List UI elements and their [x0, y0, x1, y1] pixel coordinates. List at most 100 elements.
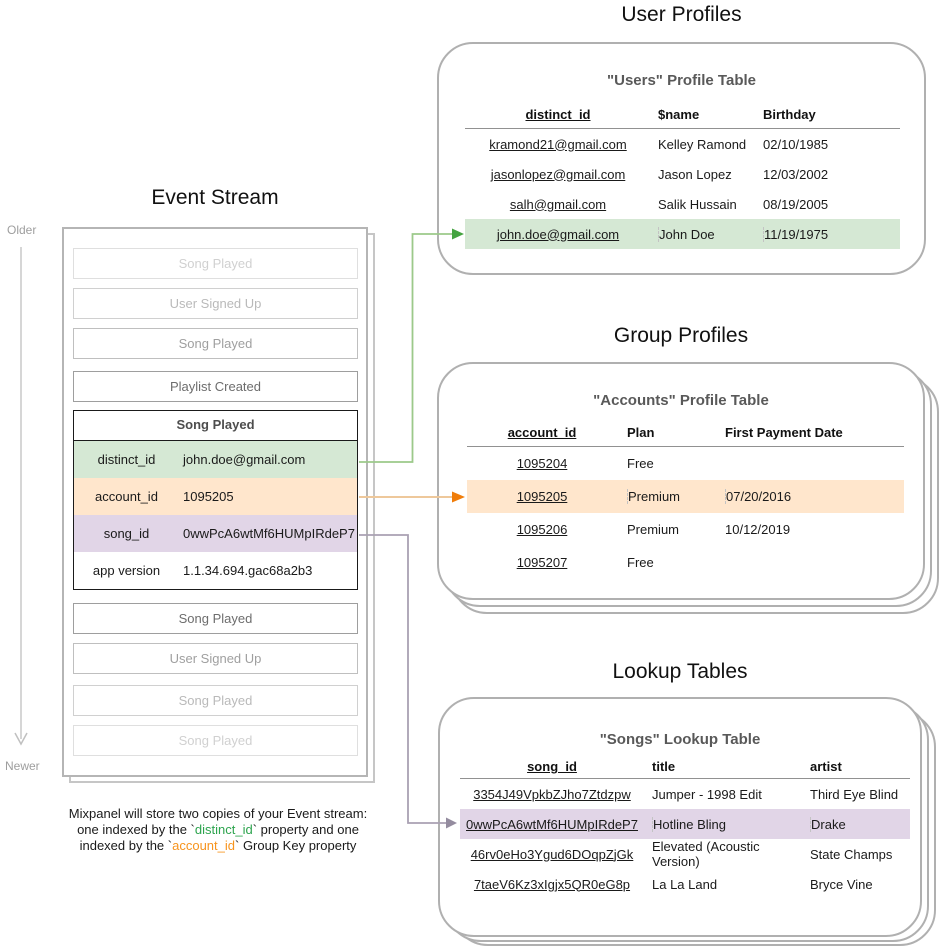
cell-account-id: 1095207	[516, 555, 568, 570]
cell-name: Kelley Ramond	[658, 136, 747, 152]
cell-account-id: 1095204	[516, 456, 568, 471]
user-profiles-title: User Profiles	[621, 3, 742, 26]
expanded-event-card: Song Played distinct_id john.doe@gmail.c…	[73, 410, 358, 590]
cell-plan: Free	[627, 456, 654, 471]
property-key: distinct_id	[97, 452, 156, 467]
table-row: 7taeV6Kz3xIgjx5QR0eG8p La La Land Bryce …	[460, 869, 910, 899]
cell-name: John Doe	[658, 226, 763, 242]
table-row: 1095206 Premium 10/12/2019	[467, 513, 904, 546]
cell-birthday: 11/19/1975	[763, 226, 900, 242]
songs-table-header: song_id title artist	[460, 757, 910, 779]
property-key: app version	[92, 563, 161, 578]
users-table: distinct_id $name Birthday kramond21@gma…	[465, 103, 900, 249]
cell-plan: Premium	[627, 522, 680, 537]
lookup-tables-title: Lookup Tables	[612, 660, 748, 683]
table-row: salh@gmail.com Salik Hussain 08/19/2005	[465, 189, 900, 219]
event-box: Song Played	[73, 603, 358, 634]
event-box: Song Played	[73, 328, 358, 359]
cell-date: 10/12/2019	[725, 522, 791, 537]
event-stream-caption: Mixpanel will store two copies of your E…	[33, 806, 403, 854]
event-property-app-version: app version 1.1.34.694.gac68a2b3	[74, 552, 357, 589]
table-row: 46rv0eHo3Ygud6DOqpZjGk Elevated (Acousti…	[460, 839, 910, 869]
property-key: song_id	[103, 526, 150, 541]
table-row: 3354J49VpkbZJho7Ztdzpw Jumper - 1998 Edi…	[460, 779, 910, 809]
cell-birthday: 12/03/2002	[763, 166, 829, 182]
caption-line-1: Mixpanel will store two copies of your E…	[68, 806, 368, 821]
event-box: User Signed Up	[73, 288, 358, 319]
cell-title: Jumper - 1998 Edit	[652, 786, 762, 802]
event-box: Song Played	[73, 685, 358, 716]
cell-plan: Premium	[627, 489, 725, 504]
group-profiles-card: "Accounts" Profile Table account_id Plan…	[437, 362, 925, 600]
cell-artist: Bryce Vine	[810, 876, 873, 892]
column-header-birthday: Birthday	[763, 107, 816, 122]
cell-title: La La Land	[652, 876, 718, 892]
event-property-distinct-id: distinct_id john.doe@gmail.com	[74, 441, 357, 478]
account-id-token: account_id	[172, 838, 235, 853]
cell-account-id: 1095206	[516, 522, 568, 537]
cell-birthday: 08/19/2005	[763, 196, 829, 212]
cell-song-id: 7taeV6Kz3xIgjx5QR0eG8p	[473, 876, 631, 892]
cell-distinct-id: kramond21@gmail.com	[489, 136, 627, 152]
property-value: john.doe@gmail.com	[183, 452, 306, 467]
timeline-arrow	[14, 247, 28, 746]
accounts-table: account_id Plan First Payment Date 10952…	[467, 421, 904, 579]
cell-song-id: 3354J49VpkbZJho7Ztdzpw	[473, 786, 631, 802]
table-row-highlighted: 0wwPcA6wtMf6HUMpIRdeP7 Hotline Bling Dra…	[460, 809, 910, 839]
cell-name: Jason Lopez	[658, 166, 732, 182]
cell-song-id: 46rv0eHo3Ygud6DOqpZjGk	[470, 846, 634, 862]
caption-line-2: one indexed by the `distinct_id` propert…	[77, 822, 359, 837]
cell-artist: State Champs	[810, 846, 893, 862]
newer-label: Newer	[5, 759, 40, 773]
column-header-song-id: song_id	[527, 759, 577, 774]
expanded-event-title: Song Played	[74, 411, 357, 441]
accounts-table-title: "Accounts" Profile Table	[593, 392, 769, 409]
cell-distinct-id: salh@gmail.com	[509, 196, 607, 212]
table-row-highlighted: john.doe@gmail.com John Doe 11/19/1975	[465, 219, 900, 249]
cell-title: Hotline Bling	[652, 816, 810, 832]
accounts-table-header: account_id Plan First Payment Date	[467, 421, 904, 447]
cell-date: 07/20/2016	[725, 489, 904, 504]
caption-line-3: indexed by the `account_id` Group Key pr…	[79, 838, 357, 853]
column-header-first-payment-date: First Payment Date	[725, 425, 843, 440]
column-header-name: $name	[658, 107, 700, 122]
property-value: 1.1.34.694.gac68a2b3	[183, 563, 313, 578]
table-row: 1095207 Free	[467, 546, 904, 579]
cell-name: Salik Hussain	[658, 196, 737, 212]
group-profiles-title: Group Profiles	[613, 324, 749, 347]
event-box: Song Played	[73, 248, 358, 279]
cell-distinct-id: john.doe@gmail.com	[496, 226, 620, 242]
event-property-account-id: account_id 1095205	[74, 478, 357, 515]
table-row-highlighted: 1095205 Premium 07/20/2016	[467, 480, 904, 513]
cell-song-id: 0wwPcA6wtMf6HUMpIRdeP7	[466, 816, 638, 832]
event-box: Song Played	[73, 725, 358, 756]
table-row: kramond21@gmail.com Kelley Ramond 02/10/…	[465, 129, 900, 159]
cell-title: Elevated (Acoustic Version)	[652, 839, 760, 869]
column-header-distinct-id: distinct_id	[525, 107, 591, 122]
distinct-id-token: distinct_id	[194, 822, 253, 837]
column-header-account-id: account_id	[507, 425, 577, 440]
event-property-song-id: song_id 0wwPcA6wtMf6HUMpIRdeP7	[74, 515, 357, 552]
column-header-plan: Plan	[627, 425, 655, 440]
property-key: account_id	[95, 489, 158, 504]
column-header-title: title	[652, 759, 676, 774]
cell-distinct-id: jasonlopez@gmail.com	[490, 166, 626, 182]
event-box: User Signed Up	[73, 643, 358, 674]
cell-artist: Drake	[810, 816, 910, 832]
column-header-artist: artist	[810, 759, 842, 774]
property-value: 0wwPcA6wtMf6HUMpIRdeP7	[183, 526, 355, 541]
cell-plan: Free	[627, 555, 654, 570]
cell-account-id: 1095205	[516, 489, 568, 504]
event-box: Playlist Created	[73, 371, 358, 402]
event-stream-title: Event Stream	[151, 186, 279, 209]
songs-table: song_id title artist 3354J49VpkbZJho7Ztd…	[460, 757, 910, 899]
property-value: 1095205	[183, 489, 234, 504]
lookup-tables-card: "Songs" Lookup Table song_id title artis…	[438, 697, 922, 937]
user-profiles-card: "Users" Profile Table distinct_id $name …	[437, 42, 926, 275]
users-table-title: "Users" Profile Table	[607, 72, 756, 89]
cell-birthday: 02/10/1985	[763, 136, 829, 152]
event-stream-container: Song Played User Signed Up Song Played P…	[62, 227, 368, 777]
older-label: Older	[7, 223, 37, 237]
table-row: 1095204 Free	[467, 447, 904, 480]
